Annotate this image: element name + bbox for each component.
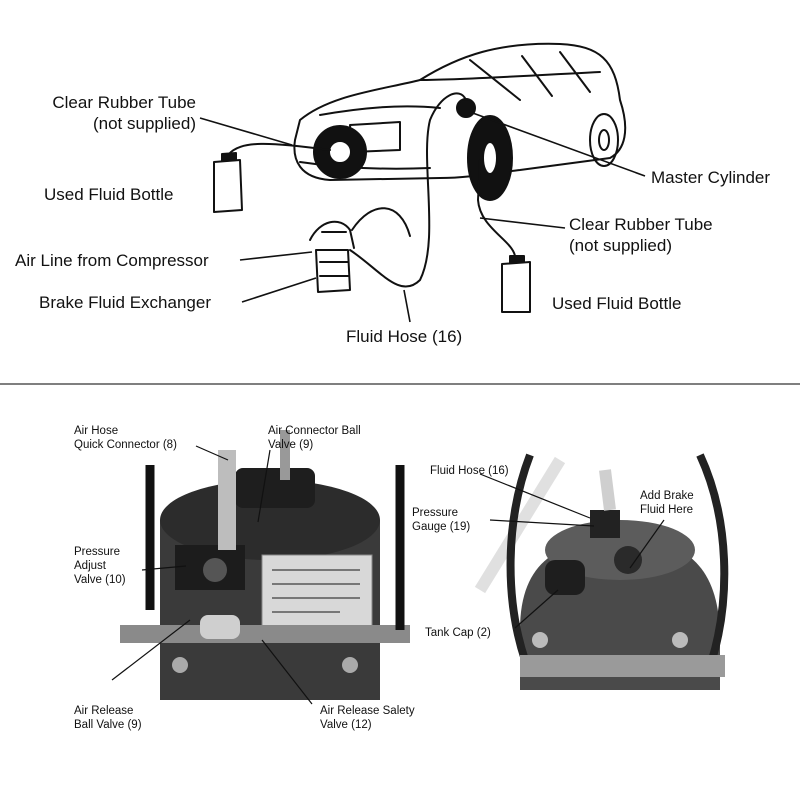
label-pressure-gauge: Pressure Gauge (19) xyxy=(412,507,471,533)
used-fluid-bottle-left xyxy=(213,159,243,213)
clear-rubber-tube-left xyxy=(227,142,331,156)
rear-wheel xyxy=(589,113,619,167)
leader-master-cylinder xyxy=(469,111,646,177)
label-master-cylinder: Master Cylinder xyxy=(651,168,771,187)
label-add-brake-fluid: Add Brake Fluid Here xyxy=(640,490,694,516)
fluid-hose-16 xyxy=(349,92,467,288)
label-clear-rubber-tube-right: Clear Rubber Tube (not supplied) xyxy=(569,215,713,255)
label-clear-rubber-tube-left: Clear Rubber Tube (not supplied) xyxy=(52,93,196,133)
exchanger-photo-right xyxy=(474,453,729,690)
label-air-line-from-compressor: Air Line from Compressor xyxy=(15,251,209,270)
car-roof-line xyxy=(419,71,601,81)
car-windshield xyxy=(469,51,591,101)
leader-exchanger xyxy=(241,277,317,303)
label-air-release-safety-valve: Air Release Salety Valve (12) xyxy=(320,705,415,731)
label-pressure-adjust-valve: Pressure Adjust Valve (10) xyxy=(74,546,126,586)
leader-tube-right xyxy=(479,217,566,229)
label-tank-cap: Tank Cap (2) xyxy=(425,627,491,639)
label-air-connector-ball-valve: Air Connector Ball Valve (9) xyxy=(268,425,361,451)
label-brake-fluid-exchanger: Brake Fluid Exchanger xyxy=(39,293,211,312)
label-air-hose-quick-connector: Air Hose Quick Connector (8) xyxy=(74,425,177,451)
label-fluid-hose-right: Fluid Hose (16) xyxy=(430,465,509,477)
brake-fluid-exchanger xyxy=(315,249,351,293)
leader-tube-left xyxy=(199,117,293,146)
exchanger-photo-left xyxy=(120,430,410,700)
leader-air-line xyxy=(239,251,313,261)
leader-fluid-hose xyxy=(403,289,411,323)
label-used-fluid-bottle-left: Used Fluid Bottle xyxy=(44,185,174,204)
label-fluid-hose: Fluid Hose (16) xyxy=(346,327,463,346)
label-used-fluid-bottle-right: Used Fluid Bottle xyxy=(552,294,682,313)
label-air-release-ball-valve: Air Release Ball Valve (9) xyxy=(74,705,142,731)
master-cylinder-cap xyxy=(456,98,476,118)
clear-rubber-tube-right xyxy=(477,159,516,257)
car-hood-line xyxy=(319,105,441,116)
used-fluid-bottle-right xyxy=(501,261,531,313)
